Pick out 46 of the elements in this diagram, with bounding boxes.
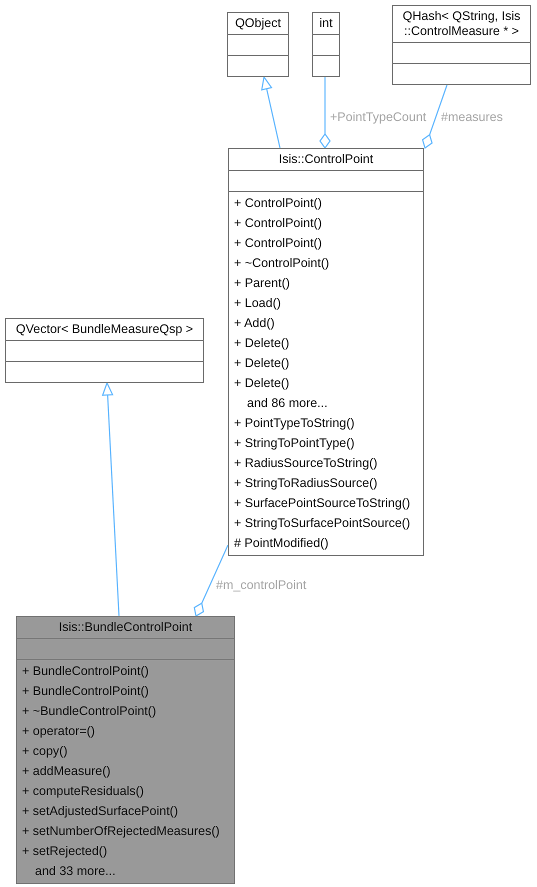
member-label: + Delete() (233, 335, 290, 352)
edge-label: #m_controlPoint (216, 578, 306, 592)
class-box (228, 148, 424, 556)
class-box (16, 616, 235, 884)
connector-arrow (261, 76, 281, 148)
member-label: + StringToPointType() (233, 435, 356, 452)
member-label: + Load() (233, 295, 282, 312)
class-box (5, 318, 204, 383)
member-label: + BundleControlPoint() (21, 683, 150, 700)
member-label: # PointModified() (233, 535, 330, 552)
member-label: + Parent() (233, 275, 291, 292)
class-box (392, 5, 531, 85)
class-name: QVector< BundleMeasureQsp > (6, 319, 203, 341)
class-box (227, 12, 289, 77)
member-label: + operator=() (21, 723, 96, 740)
member-label: + computeResiduals() (21, 783, 145, 800)
member-label: + StringToRadiusSource() (233, 475, 378, 492)
class-name: int (313, 13, 339, 35)
member-label: and 33 more... (34, 863, 117, 880)
member-label: + Delete() (233, 375, 290, 392)
edge-label: #measures (441, 110, 503, 124)
member-label: + Add() (233, 315, 276, 332)
member-label: + Delete() (233, 355, 290, 372)
member-label: and 86 more... (246, 395, 329, 412)
member-label: + StringToSurfacePointSource() (233, 515, 412, 532)
class-name: QHash< QString, Isis ::ControlMeasure * > (393, 6, 530, 43)
member-label: + ControlPoint() (233, 235, 323, 252)
member-label: + ~BundleControlPoint() (21, 703, 158, 720)
member-label: + setAdjustedSurfacePoint() (21, 803, 179, 820)
class-name: Isis::ControlPoint (229, 149, 423, 171)
member-label: + setNumberOfRejectedMeasures() (21, 823, 221, 840)
member-label: + SurfacePointSourceToString() (233, 495, 412, 512)
class-name: QObject (228, 13, 288, 35)
member-label: + BundleControlPoint() (21, 663, 150, 680)
member-label: + ControlPoint() (233, 215, 323, 232)
class-box (312, 12, 340, 77)
member-label: + PointTypeToString() (233, 415, 356, 432)
edge-label: +PointTypeCount (330, 110, 426, 124)
member-label: + addMeasure() (21, 763, 112, 780)
member-label: + RadiusSourceToString() (233, 455, 378, 472)
connector-arrow (102, 382, 120, 616)
member-label: + setRejected() (21, 843, 108, 860)
member-label: + copy() (21, 743, 69, 760)
member-label: + ~ControlPoint() (233, 255, 330, 272)
class-name: Isis::BundleControlPoint (17, 617, 234, 639)
member-label: + ControlPoint() (233, 195, 323, 212)
